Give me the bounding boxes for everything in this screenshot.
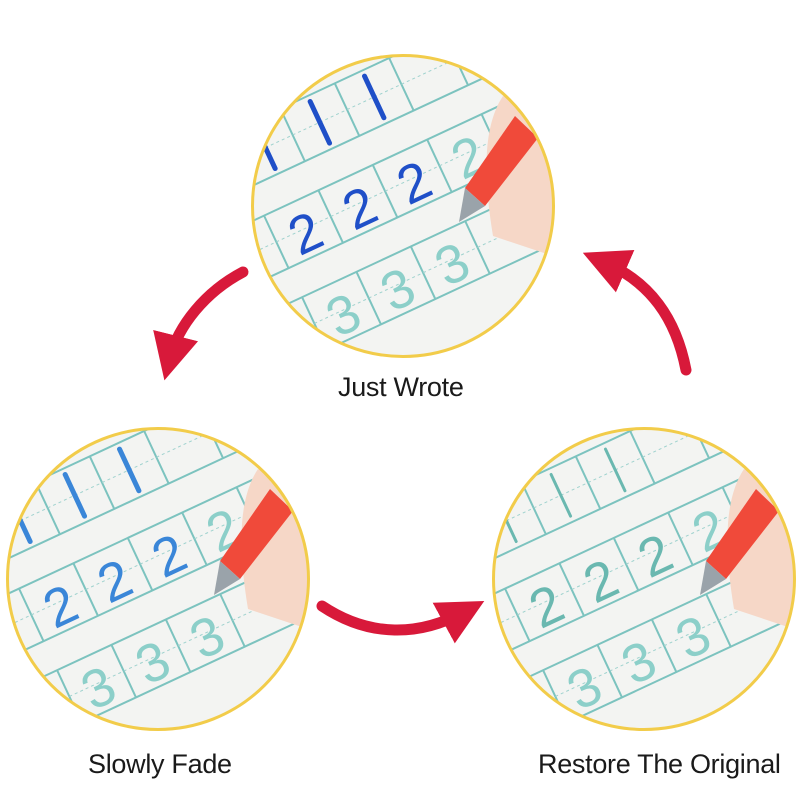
just-wrote-photo: 2 2 2 2 3 3 3 <box>253 56 553 356</box>
caption-restore-the-original: Restore The Original <box>538 749 781 779</box>
arrow-up-left <box>582 250 692 376</box>
worksheet-fading-ink: 2 2 2 2 3 3 3 <box>8 429 308 729</box>
arrow-down-left <box>153 266 249 381</box>
restore-original-photo: 2 2 2 2 3 3 3 <box>494 429 794 729</box>
worksheet-fresh-ink: 2 2 2 2 3 3 3 <box>253 56 553 356</box>
pen-in-hand <box>214 469 308 629</box>
pen-in-hand <box>700 469 794 629</box>
worksheet-restored: 2 2 2 2 3 3 3 <box>494 429 794 729</box>
caption-just-wrote: Just Wrote <box>338 372 464 402</box>
caption-slowly-fade: Slowly Fade <box>88 749 232 779</box>
pen-in-hand <box>459 96 553 256</box>
slowly-fade-photo: 2 2 2 2 3 3 3 <box>8 429 308 729</box>
arrow-bottom-right <box>316 600 485 644</box>
